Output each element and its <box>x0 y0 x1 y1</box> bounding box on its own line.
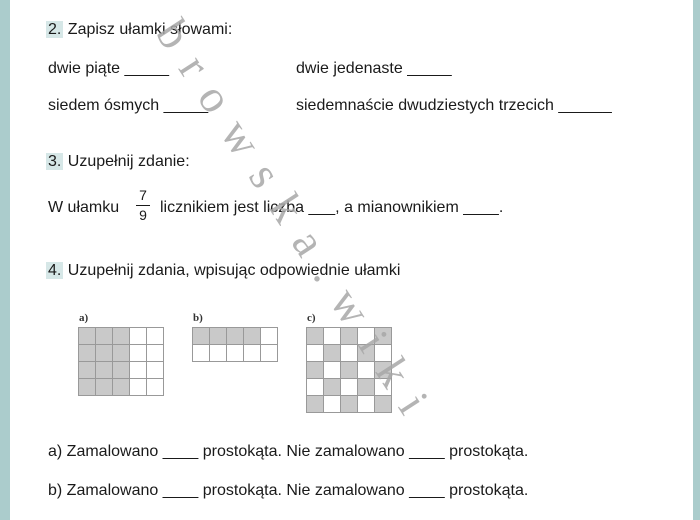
grid-cell-shaded <box>375 362 391 378</box>
grid-cell-shaded <box>113 362 129 378</box>
page-border-left <box>0 0 10 520</box>
grid-cell-shaded <box>375 396 391 412</box>
grid-cell <box>244 345 260 361</box>
grid-cell <box>358 362 374 378</box>
task4-answer-a: a) Zamalowano ____ prostokąta. Nie zamal… <box>48 443 529 460</box>
grid-cell <box>358 328 374 344</box>
grid-cell <box>358 396 374 412</box>
grid-c-label: c) <box>307 312 316 324</box>
task4-answer-b: b) Zamalowano ____ prostokąta. Nie zamal… <box>48 482 529 499</box>
grid-cell-shaded <box>244 328 260 344</box>
grid-cell <box>130 345 146 361</box>
grid-cell-shaded <box>79 362 95 378</box>
grid-cell <box>375 379 391 395</box>
grid-cell-shaded <box>113 328 129 344</box>
grid-cell-shaded <box>79 379 95 395</box>
grid-cell <box>130 362 146 378</box>
grid-cell-shaded <box>307 396 323 412</box>
grid-cell <box>130 379 146 395</box>
grid-cell-shaded <box>341 396 357 412</box>
grid-cell <box>307 345 323 361</box>
grid-cell <box>341 345 357 361</box>
task3-suffix: licznikiem jest liczba ___, a mianowniki… <box>160 199 504 216</box>
fraction-denominator: 9 <box>139 207 147 223</box>
task3-title: Uzupełnij zdanie: <box>63 153 190 170</box>
grid-cell <box>375 345 391 361</box>
grid-cell <box>324 396 340 412</box>
task4-heading: 4. Uzupełnij zdania, wpisując odpowiedni… <box>46 261 400 281</box>
grid-cell <box>130 328 146 344</box>
grid-cell <box>147 328 163 344</box>
grid-cell <box>341 379 357 395</box>
fraction: 7 9 <box>136 187 150 224</box>
task2-item: dwie jedenaste _____ <box>296 60 452 77</box>
task2-number: 2. <box>46 21 64 38</box>
task2-heading: 2. Zapisz ułamki słowami: <box>46 20 232 40</box>
grid-cell-shaded <box>96 345 112 361</box>
grid-cell-shaded <box>193 328 209 344</box>
grid-cell-shaded <box>307 328 323 344</box>
grid-cell <box>307 379 323 395</box>
task2-item: siedem ósmych _____ <box>48 97 209 114</box>
grid-cell <box>147 379 163 395</box>
grid-a-label: a) <box>79 312 89 324</box>
grid-cell-shaded <box>113 345 129 361</box>
grid-cell-shaded <box>210 328 226 344</box>
fraction-bar <box>136 205 150 206</box>
task4-title: Uzupełnij zdania, wpisując odpowiednie u… <box>63 262 401 279</box>
grid-cell <box>147 345 163 361</box>
task3-number: 3. <box>46 153 64 170</box>
grid-cell <box>324 362 340 378</box>
grid-cell-shaded <box>227 328 243 344</box>
grid-cell-shaded <box>113 379 129 395</box>
grid-b <box>192 327 278 362</box>
task2-item: dwie piąte _____ <box>48 60 169 77</box>
grid-cell-shaded <box>79 328 95 344</box>
page-border-right <box>693 0 700 520</box>
grid-cell <box>261 345 277 361</box>
task4-number: 4. <box>46 262 64 279</box>
task2-title: Zapisz ułamki słowami: <box>63 21 233 38</box>
task3-heading: 3. Uzupełnij zdanie: <box>46 152 190 172</box>
grid-cell <box>324 328 340 344</box>
grid-cell-shaded <box>358 345 374 361</box>
grid-b-label: b) <box>193 312 203 324</box>
grid-cell <box>147 362 163 378</box>
grid-cell <box>261 328 277 344</box>
grid-cell <box>210 345 226 361</box>
fraction-numerator: 7 <box>139 187 147 203</box>
grid-cell <box>227 345 243 361</box>
grid-cell-shaded <box>358 379 374 395</box>
grid-cell-shaded <box>324 345 340 361</box>
grid-a <box>78 327 164 396</box>
grid-cell-shaded <box>96 362 112 378</box>
task2-item: siedemnaście dwudziestych trzecich _____… <box>296 97 612 114</box>
grid-cell-shaded <box>96 379 112 395</box>
grid-cell <box>193 345 209 361</box>
grid-cell-shaded <box>79 345 95 361</box>
grid-cell-shaded <box>324 379 340 395</box>
grid-cell-shaded <box>341 328 357 344</box>
grid-cell-shaded <box>375 328 391 344</box>
grid-cell-shaded <box>307 362 323 378</box>
task3-prefix: W ułamku <box>48 199 120 216</box>
grid-cell-shaded <box>341 362 357 378</box>
grid-cell-shaded <box>96 328 112 344</box>
grid-c <box>306 327 392 413</box>
